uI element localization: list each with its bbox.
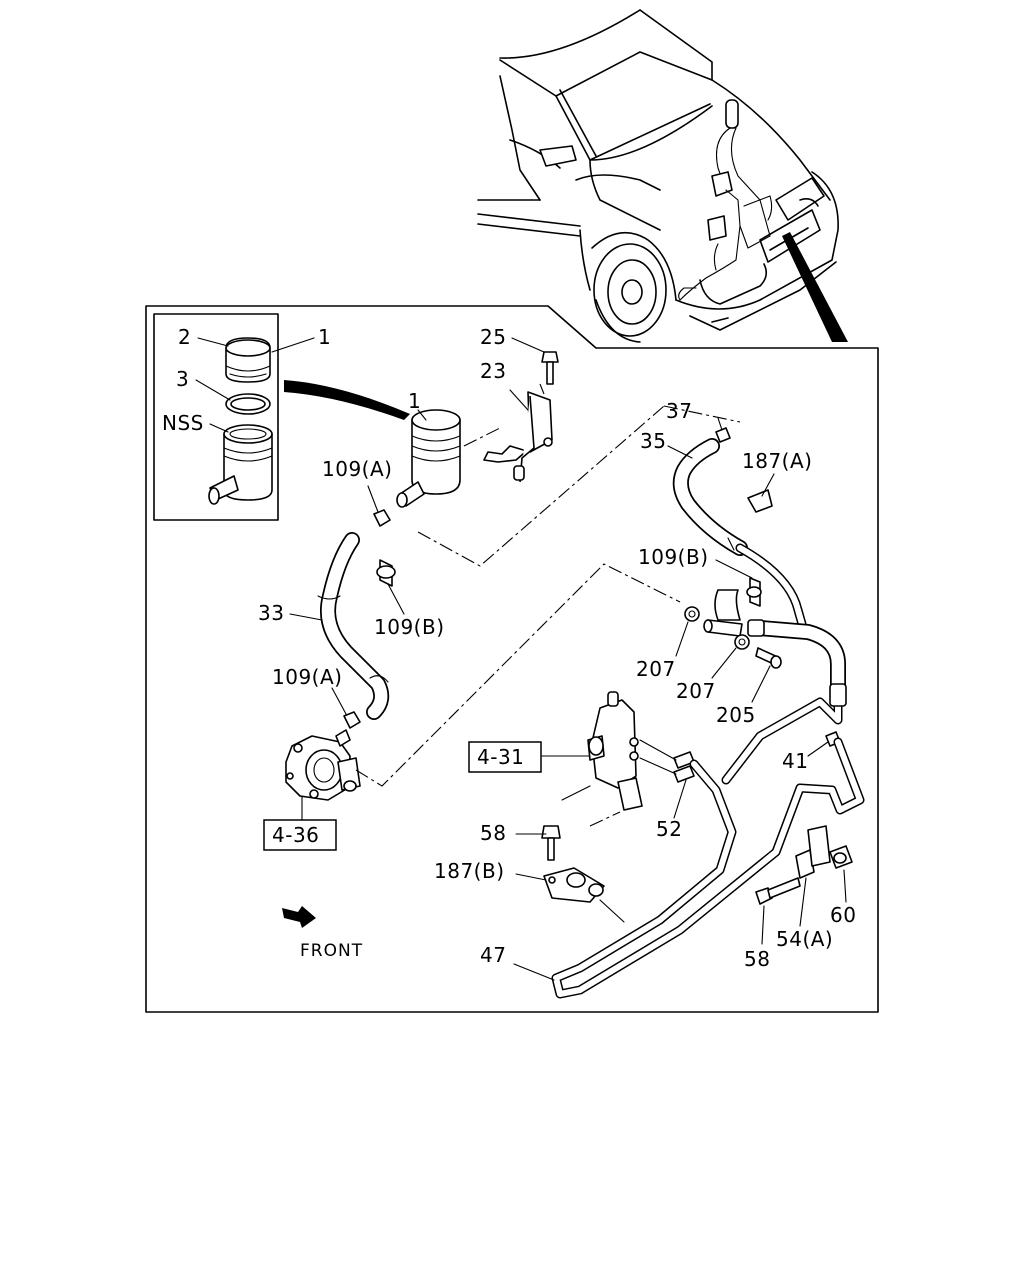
washer-207-right — [734, 634, 750, 650]
clamp-187b — [543, 867, 605, 903]
bolt-part-25 — [541, 351, 559, 385]
cushion-part-60 — [829, 845, 853, 869]
callout-37: 37 — [666, 399, 692, 423]
clamp-part-37 — [715, 427, 731, 443]
callout-54a: 54(A) — [776, 927, 833, 951]
hose-part-35 — [672, 438, 807, 629]
callout-58-bottom: 58 — [744, 947, 770, 971]
clamp-109b-left — [376, 559, 396, 587]
reference-box-4-36 — [263, 819, 337, 851]
steering-gear-valve — [561, 691, 643, 827]
callout-1-inset: 1 — [318, 325, 331, 349]
bolt-part-205 — [755, 647, 782, 669]
diagram-frame — [145, 305, 879, 1013]
callout-109a-bottom: 109(A) — [272, 665, 342, 689]
reference-4-31: 4-31 — [477, 745, 524, 769]
assembly-line — [639, 757, 677, 775]
callout-187a: 187(A) — [742, 449, 812, 473]
callout-60: 60 — [830, 903, 856, 927]
callout-3: 3 — [176, 367, 189, 391]
callout-nss: NSS — [162, 411, 204, 435]
assembly-line — [463, 427, 501, 447]
leader-lines — [195, 337, 847, 981]
inset-box — [153, 313, 279, 521]
callout-109a-top: 109(A) — [322, 457, 392, 481]
callout-35: 35 — [640, 429, 666, 453]
assembly-line — [539, 383, 545, 395]
callout-41: 41 — [782, 749, 808, 773]
callout-25: 25 — [480, 325, 506, 349]
front-label: FRONT — [300, 941, 363, 961]
assembly-line — [417, 405, 665, 567]
assembly-line — [355, 563, 681, 787]
detail-arrow — [284, 380, 410, 420]
reservoir-exploded-inset — [208, 337, 273, 505]
banjo-fitting — [703, 589, 743, 637]
callout-33: 33 — [258, 601, 284, 625]
assembly-line — [663, 405, 741, 423]
power-steering-pump — [285, 729, 361, 801]
callout-2: 2 — [178, 325, 191, 349]
callout-47: 47 — [480, 943, 506, 967]
clamp-109a-top — [373, 509, 391, 527]
callout-1-main: 1 — [408, 389, 421, 413]
callout-205: 205 — [716, 703, 756, 727]
clamp-part-54a — [795, 825, 831, 879]
callout-58-top: 58 — [480, 821, 506, 845]
pressure-hose — [721, 619, 847, 785]
vehicle-locator-illustration — [477, 9, 848, 343]
hose-part-33 — [317, 532, 390, 720]
washer-207-left — [684, 606, 700, 622]
callout-109b-right: 109(B) — [638, 545, 709, 569]
front-arrow-icon — [282, 906, 316, 928]
clamp-187a — [747, 489, 773, 513]
return-line-part-47 — [551, 737, 865, 999]
reference-4-36: 4-36 — [272, 823, 319, 847]
callout-187b: 187(B) — [434, 859, 505, 883]
assembly-line — [639, 739, 677, 761]
callout-207-left: 207 — [636, 657, 676, 681]
bolt-part-58-bottom — [755, 877, 801, 905]
callout-23: 23 — [480, 359, 506, 383]
reservoir-tank — [396, 409, 461, 508]
reference-box-4-31 — [468, 741, 542, 773]
clamp-109b-right — [746, 577, 762, 607]
clamp-109a-bottom — [343, 711, 361, 729]
callout-207-right: 207 — [676, 679, 716, 703]
bolt-part-58-top — [541, 825, 561, 861]
assembly-line — [599, 899, 625, 923]
callout-52: 52 — [656, 817, 682, 841]
callout-109b-left: 109(B) — [374, 615, 445, 639]
bracket-part-23 — [483, 391, 553, 483]
